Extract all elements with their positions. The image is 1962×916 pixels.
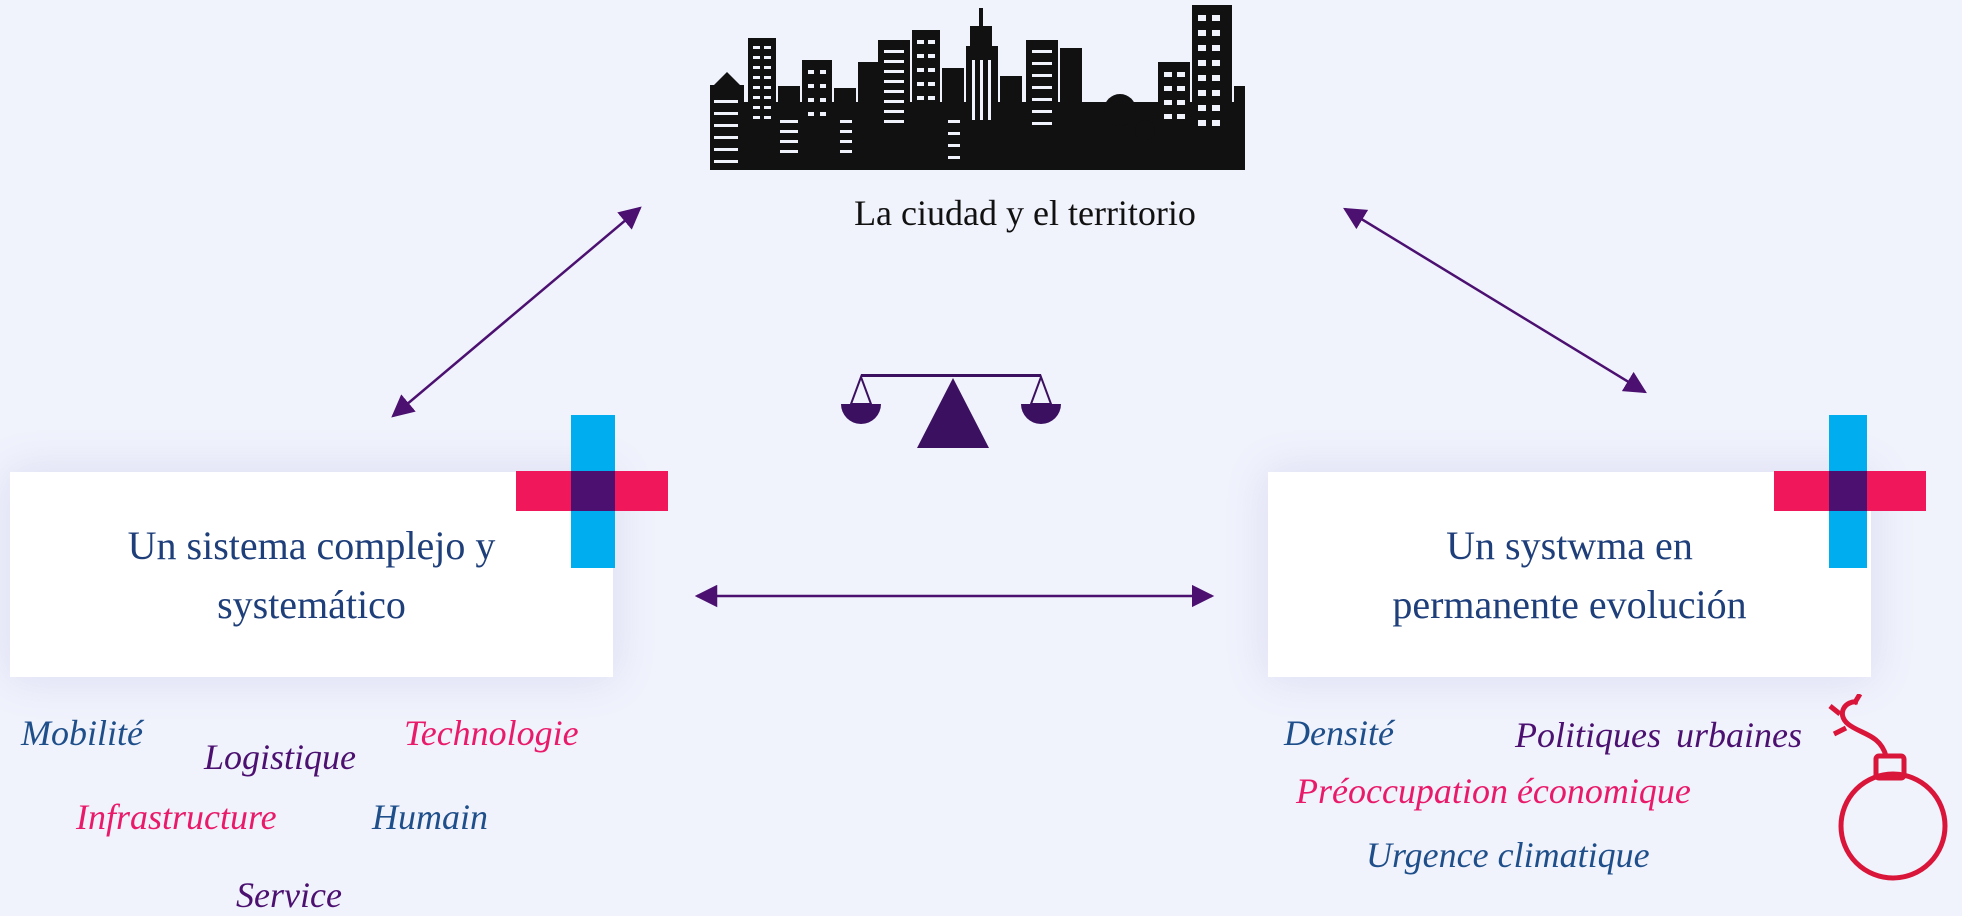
keyword-urgence-climatique: Urgence climatique: [1366, 835, 1650, 875]
arrow-city-to-right: [1343, 207, 1647, 394]
keyword-preoccupation-economique: Préoccupation économique: [1296, 771, 1691, 811]
bomb-icon: [1828, 694, 1948, 881]
keyword-humain: Humain: [372, 797, 488, 837]
plus-cross-icon: [516, 415, 668, 568]
keyword-politiques-urbaines: Politiques urbaines: [1515, 715, 1802, 755]
arrow-left-to-city: [391, 206, 642, 418]
keyword-mobilite: Mobilité: [21, 713, 143, 753]
plus-cross-icon: [1774, 415, 1926, 568]
keyword-service: Service: [236, 875, 342, 915]
left-box-line1: Un sistema complejo y: [127, 522, 496, 568]
left-system-box: Un sistema complejo y systemático: [10, 472, 613, 677]
keyword-logistique: Logistique: [204, 737, 357, 777]
city-skyline-icon: [710, 5, 1245, 170]
keyword-infrastructure: Infrastructure: [76, 797, 277, 837]
right-system-box: Un systwma en permanente evolución: [1268, 472, 1871, 677]
keyword-densite: Densité: [1284, 713, 1394, 753]
right-box-line1: Un systwma en: [1446, 522, 1693, 568]
balance-scale-icon: [841, 374, 1061, 448]
right-box-line2: permanente evolución: [1392, 581, 1747, 627]
left-box-line2: systemático: [217, 581, 406, 627]
keyword-technologie: Technologie: [404, 713, 579, 753]
city-label: La ciudad y el territorio: [854, 193, 1196, 233]
